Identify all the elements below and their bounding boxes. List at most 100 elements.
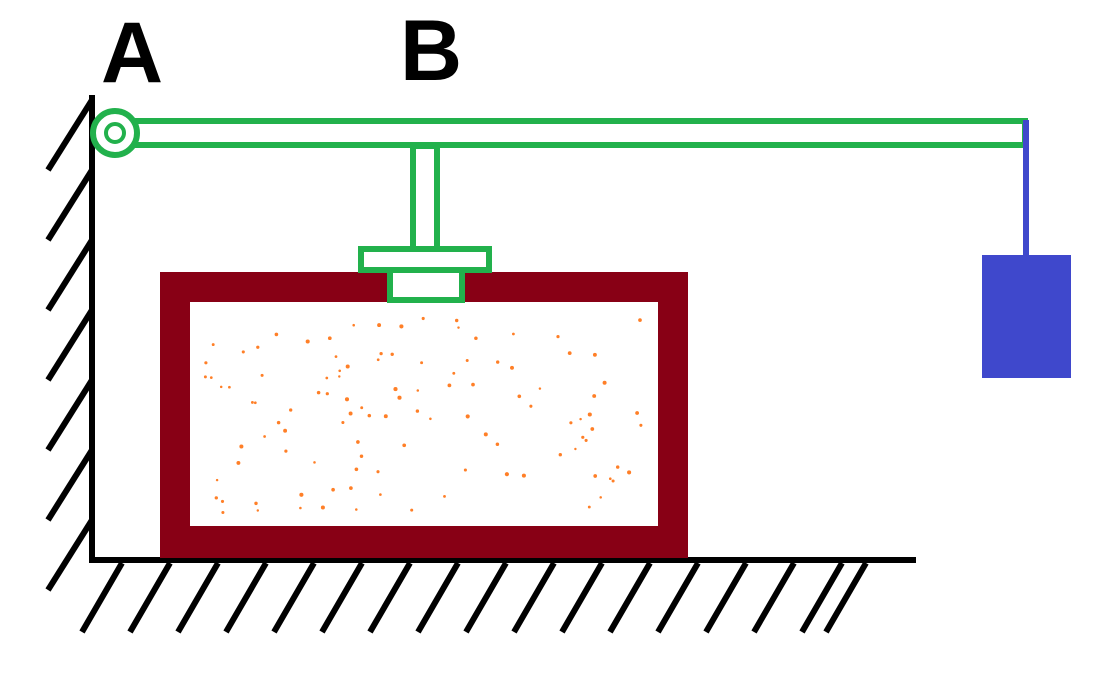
gas-particle	[219, 385, 223, 389]
gas-particle	[349, 486, 353, 490]
gas-particle	[512, 332, 515, 336]
gas-particle	[581, 435, 585, 439]
gas-particle	[638, 318, 642, 322]
gas-particle	[602, 380, 607, 385]
gas-particle	[360, 406, 364, 410]
gas-particle	[599, 496, 602, 499]
gas-particle	[383, 414, 388, 419]
lever	[90, 108, 1028, 158]
gas-particle	[593, 474, 598, 478]
gas-particle	[521, 473, 526, 478]
gas-particle	[627, 470, 632, 475]
gas-particle	[574, 447, 577, 451]
gas-particle	[390, 352, 394, 356]
gas-particle	[569, 421, 573, 425]
gas-particle	[327, 336, 332, 341]
gas-particle	[474, 336, 478, 341]
gas-particle	[274, 332, 279, 337]
gas-particle	[402, 443, 407, 448]
gas-particle	[325, 392, 329, 396]
gas-particle	[452, 371, 456, 375]
gas-particle	[587, 505, 591, 509]
gas-particle	[471, 382, 475, 387]
gas-particle	[253, 401, 257, 405]
gas-particle	[538, 387, 542, 390]
gas-particle	[325, 376, 329, 380]
gas-particle	[379, 351, 383, 356]
gas-particle	[354, 467, 359, 472]
gas-particle	[510, 365, 514, 370]
gas-particle	[236, 460, 241, 465]
gas-particle	[211, 343, 215, 347]
gas-particle	[220, 499, 225, 503]
gas-particle	[356, 440, 360, 444]
gas-particle	[316, 390, 321, 395]
gas-particle	[517, 394, 522, 399]
gas-particle	[635, 411, 639, 415]
gas-particle	[305, 339, 310, 344]
weight-block	[982, 255, 1071, 378]
gas-particle	[203, 375, 207, 379]
gas-particle	[463, 468, 467, 472]
piston-plate	[358, 246, 492, 273]
label-point-b: B	[400, 3, 462, 99]
gas-particle	[334, 355, 338, 358]
gas-particle	[209, 376, 213, 379]
gas-particle	[352, 323, 355, 327]
gas-particle	[331, 487, 335, 492]
gas-particle	[393, 387, 398, 392]
gas-particle	[496, 360, 500, 364]
gas-particle	[289, 408, 293, 412]
gas-particle	[338, 375, 341, 378]
piston-head	[387, 267, 465, 303]
gas-particle	[420, 361, 424, 365]
gas-particle	[443, 495, 446, 498]
gas-particle	[338, 369, 342, 373]
gas-particle	[457, 326, 460, 329]
gas-particle	[495, 442, 500, 447]
gas-particle	[584, 438, 588, 442]
gas-particle	[592, 394, 597, 398]
gas-particle	[416, 389, 420, 392]
gas-particle	[615, 465, 620, 469]
gas-particle	[447, 383, 452, 388]
gas-particle	[454, 318, 459, 323]
gas-particle	[587, 412, 592, 417]
wall-hatching	[45, 98, 95, 592]
gas-particle	[611, 479, 615, 483]
gas-particle	[348, 411, 353, 416]
gas-container	[160, 272, 688, 558]
gas-particle	[639, 423, 643, 427]
gas-particle	[377, 323, 382, 328]
gas-particle	[345, 364, 350, 369]
gas-particle	[260, 373, 264, 377]
gas-particle	[276, 420, 281, 425]
gas-particle	[592, 352, 597, 357]
gas-particle	[397, 395, 402, 400]
gas-particle	[376, 358, 380, 362]
gas-particle	[399, 324, 404, 329]
gas-particle	[299, 506, 302, 510]
gas-particle	[590, 427, 595, 431]
gas-particle	[341, 420, 345, 425]
gas-particle	[483, 432, 488, 437]
gas-particle	[376, 470, 380, 474]
gas-particle	[256, 509, 260, 512]
gas-particle	[579, 417, 582, 421]
pivot-pin	[104, 122, 126, 144]
gas-particle	[359, 454, 364, 458]
gas-particle	[284, 449, 288, 453]
gas-particle	[429, 417, 432, 421]
gas-particle	[344, 397, 350, 402]
gas-particle	[254, 501, 258, 506]
gas-particle	[558, 453, 562, 457]
gas-particles	[203, 316, 643, 515]
gas-particle	[556, 335, 560, 339]
gas-particle	[421, 316, 425, 321]
lever-bar	[117, 118, 1028, 148]
gas-particle	[283, 428, 288, 433]
gas-particle	[299, 492, 304, 497]
gas-particle	[608, 477, 612, 481]
gas-particle	[355, 508, 358, 511]
